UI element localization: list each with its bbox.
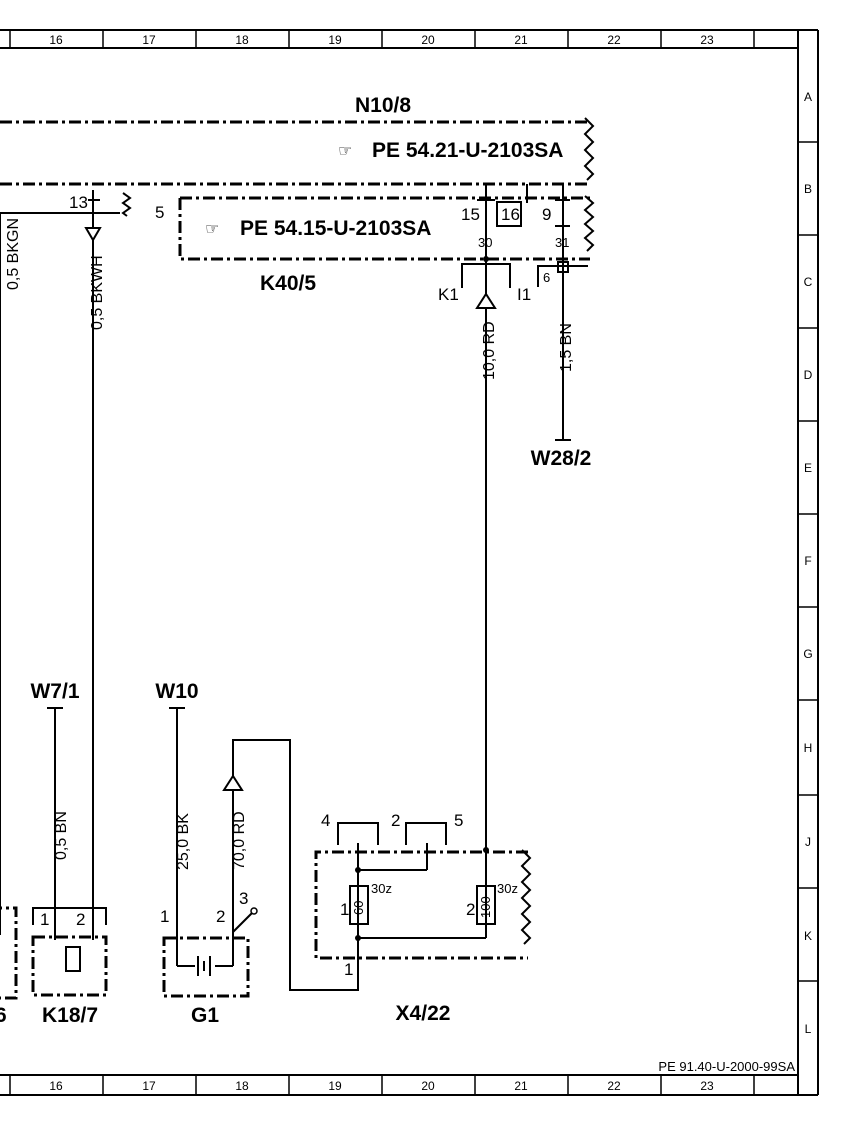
col-label-bottom: 17	[142, 1079, 156, 1093]
row-label: B	[804, 182, 812, 196]
wire-0-5-bn: 0,5 BN	[53, 811, 70, 860]
g1-pin-3: 3	[239, 889, 248, 908]
k18-7-group: W7/1 0,5 BN 1 2 K18/7 6	[0, 680, 108, 1027]
pin-13-label: 13	[69, 193, 88, 212]
x4-pin-5: 5	[454, 811, 463, 830]
col-label-bottom: 21	[514, 1079, 528, 1093]
k40-5-reference: PE 54.15-U-2103SA	[240, 217, 431, 240]
x4-22-label: X4/22	[396, 1002, 451, 1025]
wire-0-5-bkgn: 0,5 BKGN	[5, 218, 22, 290]
col-label-top: 23	[700, 33, 714, 47]
wire-25-0-bk: 25,0 BK	[175, 813, 192, 870]
row-label: E	[804, 461, 812, 475]
col-label-top: 21	[514, 33, 528, 47]
fuse-100-terminal: 30z	[497, 881, 518, 896]
pin-16-label: 16	[501, 205, 520, 224]
k18-7-pin-1: 1	[40, 910, 49, 929]
col-label-bottom: 20	[421, 1079, 435, 1093]
fuse-60-rating: 60	[351, 901, 366, 915]
fuse-60-terminal: 30z	[371, 881, 392, 896]
w28-2-label: W28/2	[531, 447, 592, 470]
pin-9-label: 9	[542, 205, 551, 224]
row-label: K	[804, 929, 812, 943]
row-label: F	[804, 554, 811, 568]
x4-pin-1: 1	[344, 960, 353, 979]
col-label-top: 20	[421, 33, 435, 47]
k1-label: K1	[438, 285, 459, 304]
pin-5-label: 5	[155, 203, 164, 222]
wire-10-0-rd: 10,0 RD	[481, 321, 498, 380]
reference-hand-icon: ☞	[338, 143, 352, 160]
w7-1-label: W7/1	[30, 680, 79, 703]
x4-pin-4: 4	[321, 811, 330, 830]
wire-70-0-rd: 70,0 RD	[231, 811, 248, 870]
col-label-top: 17	[142, 33, 156, 47]
row-label: H	[804, 741, 813, 755]
n10-8-left-pins: 13 5	[0, 190, 164, 222]
row-label: D	[804, 368, 813, 382]
col-label-top: 16	[49, 33, 63, 47]
left-wires: 0,5 BKGN 0,5 BKWH	[0, 213, 106, 935]
pin-6-label: 6	[543, 270, 550, 285]
k40-5-label: K40/5	[260, 272, 316, 295]
fuse-60-icon	[349, 885, 369, 925]
drawing-frame: 16 17 18 19 20 21 22 23 16 17 18 19 20 2…	[0, 29, 819, 1096]
k18-7-label: K18/7	[42, 1004, 98, 1027]
col-label-bottom: 18	[235, 1079, 249, 1093]
k40-5-output-wires: 10,0 RD 1,5 BN W28/2	[475, 259, 592, 850]
i1-label: I1	[517, 285, 531, 304]
n10-8-reference: PE 54.21-U-2103SA	[372, 139, 563, 162]
row-label: L	[805, 1022, 812, 1036]
n10-8-label: N10/8	[355, 94, 411, 117]
row-label: G	[803, 647, 812, 661]
row-label: C	[804, 275, 813, 289]
row-label: J	[805, 835, 811, 849]
g1-box	[162, 936, 250, 998]
x4-22-fuse-box: 4 2 5 60 30z 1 100 30z 2 1 X4/22	[314, 811, 532, 1025]
n10-8-module: N10/8 ☞ PE 54.21-U-2103SA	[0, 94, 595, 186]
connector-31	[557, 261, 569, 273]
pin-15-label: 15	[461, 205, 480, 224]
document-reference: PE 91.40-U-2000-99SA	[658, 1059, 795, 1074]
col-label-top: 19	[328, 33, 342, 47]
g1-label: G1	[191, 1004, 219, 1027]
w10-label: W10	[155, 680, 198, 703]
partial-box	[0, 906, 18, 1000]
wire-1-5-bn: 1,5 BN	[558, 323, 575, 372]
x4-pin-2: 2	[391, 811, 400, 830]
col-label-bottom: 22	[607, 1079, 621, 1093]
k18-7-pin-2: 2	[76, 910, 85, 929]
fuse-100-pin: 2	[466, 900, 475, 919]
k18-7-box	[31, 935, 108, 997]
wire-0-5-bkwh: 0,5 BKWH	[89, 255, 106, 330]
reference-hand-icon: ☞	[205, 221, 219, 238]
fuse-60-pin: 1	[340, 900, 349, 919]
g1-pin-2: 2	[216, 907, 225, 926]
col-label-bottom: 16	[49, 1079, 63, 1093]
relay-coil-icon	[65, 946, 81, 972]
terminal-16-box	[496, 201, 522, 227]
col-label-top: 18	[235, 33, 249, 47]
col-label-bottom: 19	[328, 1079, 342, 1093]
k40-5-module: ☞ PE 54.15-U-2103SA K40/5 15 16 9 30 31 …	[178, 184, 595, 304]
col-label-bottom: 23	[700, 1079, 714, 1093]
row-label: A	[804, 90, 812, 104]
battery-icon	[176, 932, 234, 976]
partial-component-label: 6	[0, 1004, 7, 1027]
g1-pin-1: 1	[160, 907, 169, 926]
g1-battery-group: W10 25,0 BK 70,0 RD 1 2 3 G1	[155, 680, 359, 1027]
col-label-top: 22	[607, 33, 621, 47]
